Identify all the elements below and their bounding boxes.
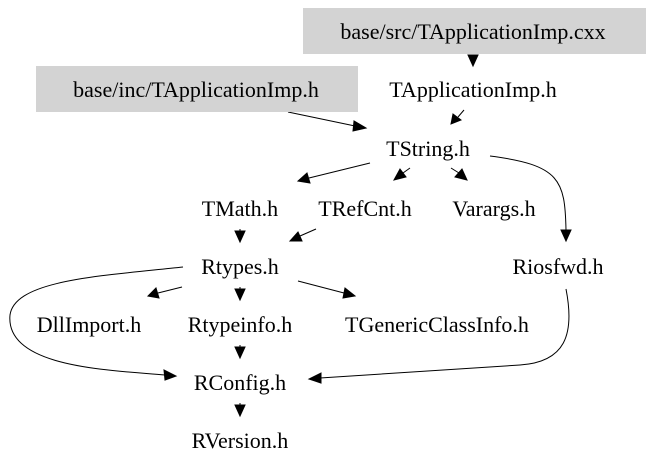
node-box: [36, 66, 358, 112]
arrowhead-icon: [146, 287, 160, 299]
edge-rtypes-to-tgeneric: [297, 280, 357, 299]
arrowhead-icon: [288, 231, 303, 242]
arrowhead-icon: [342, 287, 357, 299]
node-label: Rtypes.h: [201, 254, 279, 279]
edge-line: [157, 286, 183, 294]
edge-line: [9, 266, 184, 376]
edge-tstring-to-riosfwd: [489, 155, 572, 243]
node-box: [303, 8, 646, 54]
node-label: base/inc/TApplicationImp.h: [73, 77, 319, 102]
node-dllimport-h[interactable]: DllImport.h: [37, 312, 142, 337]
node-trefcnt-h[interactable]: TRefCnt.h: [318, 196, 412, 221]
node-riosfwd-h[interactable]: Riosfwd.h: [512, 254, 603, 279]
arrowhead-icon: [163, 369, 178, 381]
node-tgenericclassinfo-h[interactable]: TGenericClassInfo.h: [345, 312, 529, 337]
node-tapplicationimp-h[interactable]: TApplicationImp.h: [389, 77, 556, 102]
node-rversion-h[interactable]: RVersion.h: [192, 428, 289, 453]
node-label: TGenericClassInfo.h: [345, 312, 529, 337]
edge-rconfig-to-rversion: [234, 403, 246, 418]
edge-line: [297, 280, 345, 294]
node-label: RConfig.h: [194, 370, 286, 395]
node-label: DllImport.h: [37, 312, 142, 337]
arrowhead-icon: [467, 54, 479, 68]
edge-line: [457, 109, 465, 118]
arrowhead-icon: [234, 404, 246, 418]
edge-src_cxx-to-tappimp: [467, 54, 479, 68]
edge-tmath-to-rtypes: [234, 229, 246, 244]
arrowhead-icon: [560, 229, 572, 243]
node-label: Varargs.h: [452, 196, 535, 221]
edge-line: [299, 228, 317, 237]
node-label: Riosfwd.h: [512, 254, 603, 279]
edge-rtypes-to-rconfig: [9, 266, 184, 381]
node-label: Rtypeinfo.h: [188, 312, 293, 337]
node-rconfig-h[interactable]: RConfig.h: [194, 370, 286, 395]
node-rtypes-h[interactable]: Rtypes.h: [201, 254, 279, 279]
node-label: TMath.h: [202, 196, 278, 221]
arrowhead-icon: [393, 168, 407, 181]
edge-rtypes-to-dllimport: [146, 286, 183, 299]
node-base-inc-tapplicationimp-h[interactable]: base/inc/TApplicationImp.h: [36, 66, 358, 112]
edge-tappimp-to-tstring: [450, 109, 465, 125]
node-tmath-h[interactable]: TMath.h: [202, 196, 278, 221]
arrowhead-icon: [454, 168, 468, 181]
nodes-layer: base/src/TApplicationImp.cxx base/inc/TAp…: [36, 8, 646, 453]
arrowhead-icon: [234, 230, 246, 244]
edge-tstring-to-trefcnt: [393, 167, 411, 181]
edge-tstring-to-tmath: [296, 162, 371, 184]
edge-inc_h-to-tstring: [287, 111, 368, 132]
node-varargs-h[interactable]: Varargs.h: [452, 196, 535, 221]
node-label: base/src/TApplicationImp.cxx: [340, 19, 605, 44]
edge-line: [402, 167, 411, 174]
edges-layer: [9, 54, 572, 418]
edge-tstring-to-varargs: [450, 167, 468, 181]
edge-line: [319, 288, 570, 379]
node-label: TString.h: [386, 136, 470, 161]
arrowhead-icon: [296, 172, 311, 184]
edge-trefcnt-to-rtypes: [288, 228, 317, 242]
node-rtypeinfo-h[interactable]: Rtypeinfo.h: [188, 312, 293, 337]
edge-line: [489, 155, 567, 231]
arrowhead-icon: [352, 120, 368, 132]
node-label: RVersion.h: [192, 428, 289, 453]
edge-rtypeinfo-to-rconfig: [234, 345, 246, 360]
node-label: TRefCnt.h: [318, 196, 412, 221]
edge-riosfwd-to-rconfig: [307, 288, 570, 384]
arrowhead-icon: [450, 113, 463, 125]
edge-line: [287, 111, 356, 127]
arrowhead-icon: [234, 346, 246, 360]
node-tstring-h[interactable]: TString.h: [386, 136, 470, 161]
arrowhead-icon: [234, 288, 246, 302]
arrowhead-icon: [307, 372, 322, 384]
node-label: TApplicationImp.h: [389, 77, 556, 102]
edge-line: [308, 162, 371, 179]
edge-rtypes-to-rtypeinfo: [234, 287, 246, 302]
node-base-src-tapplicationimp-cxx[interactable]: base/src/TApplicationImp.cxx: [303, 8, 646, 54]
edge-line: [450, 167, 460, 174]
